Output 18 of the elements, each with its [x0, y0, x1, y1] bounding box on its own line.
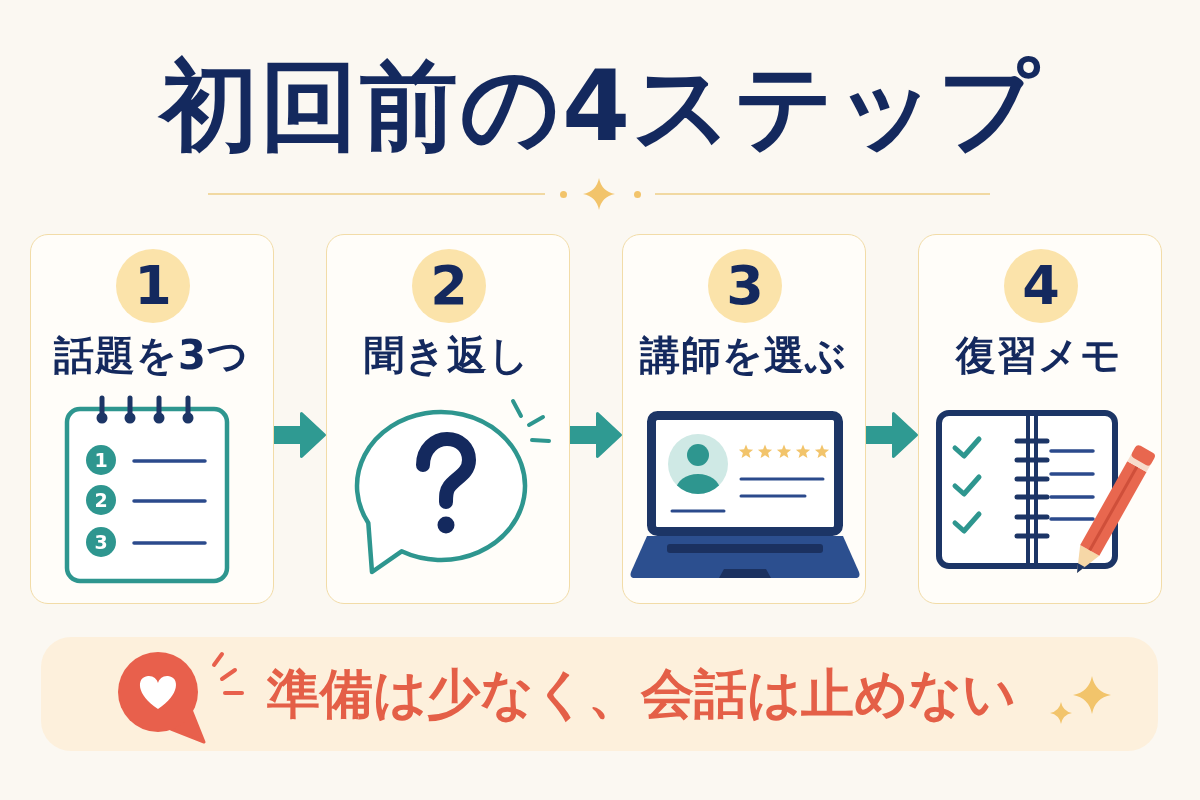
step-card — [622, 234, 866, 604]
step-card — [918, 234, 1162, 604]
step-title: 講師を選ぶ — [639, 331, 847, 379]
arrow — [570, 412, 622, 458]
number-circle: 3 — [708, 249, 782, 323]
number-circle: 1 — [116, 249, 190, 323]
arrow — [866, 412, 918, 458]
number-circle: 4 — [1004, 249, 1078, 323]
step-title: 復習メモ — [956, 331, 1123, 379]
number-circle: 2 — [412, 249, 486, 323]
step-card — [326, 234, 570, 604]
tip-banner — [41, 637, 1158, 751]
step-title: 聞き返し — [364, 331, 531, 379]
step-card — [30, 234, 274, 604]
tip-text: 準備は少なく、会話は止めない — [267, 662, 1016, 726]
arrow — [274, 412, 326, 458]
step-title: 話題を3つ — [53, 331, 249, 379]
title: 初回前の4ステップ — [160, 50, 1041, 162]
